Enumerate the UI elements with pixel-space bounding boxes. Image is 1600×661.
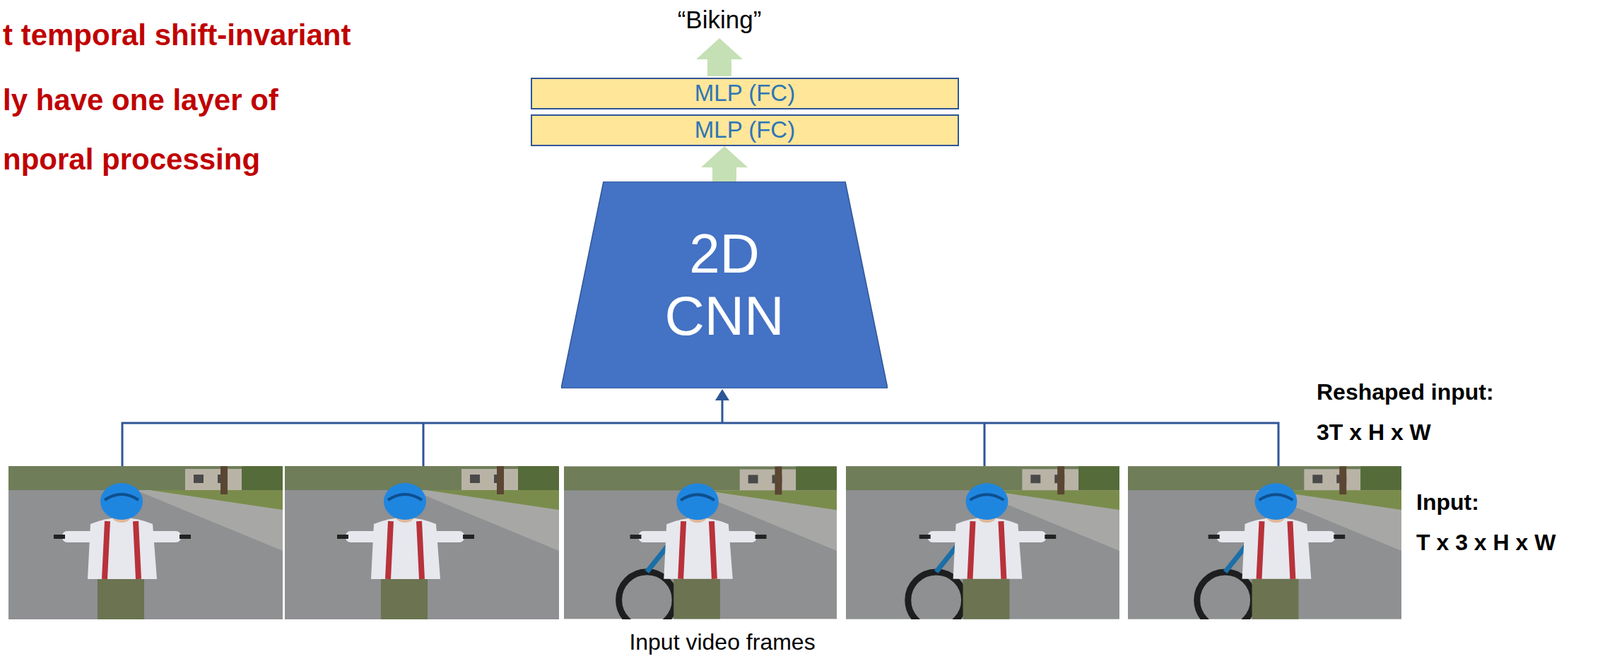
shape-label: 3T x H x W [1316,419,1432,446]
output-arrow [696,38,743,77]
node-text: MLP (FC) [694,80,796,107]
frame-art [337,483,475,620]
frame-art [8,466,283,620]
frame-art [919,483,1057,620]
shape-label: Input: [1416,489,1480,516]
shape-label: Reshaped input: [1316,379,1494,406]
note-text: t temporal shift-invariant [2,18,351,53]
trapezoid-fill [561,181,888,389]
flow-arrow [701,146,748,182]
frame-art [1208,483,1346,620]
frame-art [53,483,191,620]
frame-art [563,467,837,620]
video-frame [563,467,837,629]
input-bracket [122,400,1279,467]
video-frame [8,466,283,620]
node-text: 2D CNN [643,223,806,347]
shape-label: T x 3 x H x W [1416,530,1556,557]
note-text: ly have one layer of [2,83,279,118]
node-text: MLP (FC) [694,117,796,144]
caption-label: Input video frames [580,629,864,656]
frame-art [284,466,560,620]
arrow-head [715,389,730,401]
video-frame [845,466,1120,629]
frame-art [630,483,767,620]
mlp-box: MLP (FC) [530,77,960,110]
output-label: “Biking” [613,5,826,34]
note-text: nporal processing [2,142,261,177]
video-frame [1127,466,1402,629]
frame-art [845,466,1120,620]
cnn-trapezoid: 2D CNN [561,181,888,389]
mlp-box: MLP (FC) [530,114,960,147]
video-frame [284,466,560,620]
frame-art [1127,466,1402,620]
